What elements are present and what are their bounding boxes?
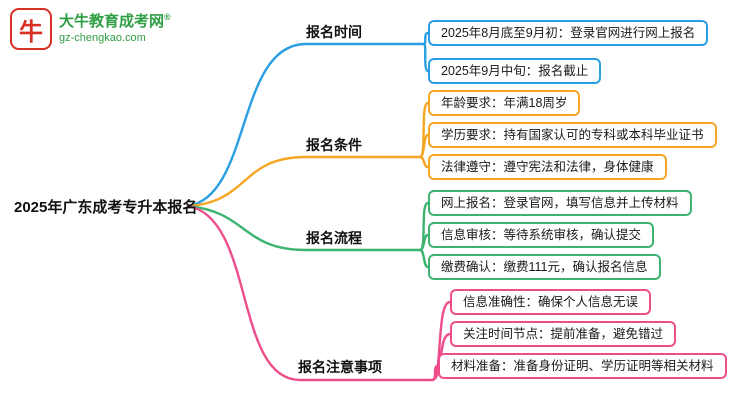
site-logo: 牛 大牛教育成考网® gz-chengkao.com bbox=[10, 8, 171, 50]
brand-domain: gz-chengkao.com bbox=[59, 32, 146, 44]
connector-process-item1 bbox=[418, 201, 430, 252]
central-topic: 2025年广东成考专升本报名 bbox=[14, 199, 198, 216]
branch-label-time: 报名时间 bbox=[306, 24, 362, 40]
mindmap-leaf: 信息准确性：确保个人信息无误 bbox=[450, 289, 652, 315]
mindmap-leaf: 2025年9月中旬：报名截止 bbox=[428, 58, 602, 84]
mindmap-leaf: 网上报名：登录官网，填写信息并上传材料 bbox=[428, 190, 692, 216]
mindmap-leaf: 材料准备：准备身份证明、学历证明等相关材料 bbox=[438, 353, 727, 379]
connector-process-main bbox=[186, 204, 422, 252]
mindmap-leaf: 年龄要求：年满18周岁 bbox=[428, 90, 581, 116]
connector-requirements-item2 bbox=[418, 133, 430, 159]
connector-requirements-item3 bbox=[418, 155, 430, 169]
connector-time-main bbox=[186, 42, 426, 208]
branch-label-process: 报名流程 bbox=[306, 230, 362, 246]
mindmap-leaf: 信息审核：等待系统审核，确认提交 bbox=[428, 222, 655, 248]
brand-text-block: 大牛教育成考网® gz-chengkao.com bbox=[59, 12, 171, 46]
mindmap-leaf: 关注时间节点：提前准备，避免错过 bbox=[450, 321, 677, 347]
mindmap-leaf: 2025年8月底至9月初：登录官网进行网上报名 bbox=[428, 20, 709, 46]
connector-requirements-main bbox=[186, 155, 422, 208]
brand-name-text: 大牛教育成考网 bbox=[59, 13, 165, 31]
mindmap-leaf: 缴费确认：缴费111元，确认报名信息 bbox=[428, 254, 661, 280]
connector-requirements-item1 bbox=[418, 101, 430, 159]
registered-mark: ® bbox=[164, 12, 171, 23]
mindmap-leaf: 学历要求：持有国家认可的专科或本科毕业证书 bbox=[428, 122, 717, 148]
connector-process-item2 bbox=[418, 233, 430, 252]
mindmap-leaf: 法律遵守：遵守宪法和法律，身体健康 bbox=[428, 154, 667, 180]
branch-label-requirements: 报名条件 bbox=[306, 137, 362, 153]
connector-process-item3 bbox=[418, 248, 430, 269]
brand-name: 大牛教育成考网® bbox=[59, 12, 171, 32]
brand-bull-icon: 牛 bbox=[10, 8, 52, 50]
branch-label-notes: 报名注意事项 bbox=[298, 359, 382, 375]
